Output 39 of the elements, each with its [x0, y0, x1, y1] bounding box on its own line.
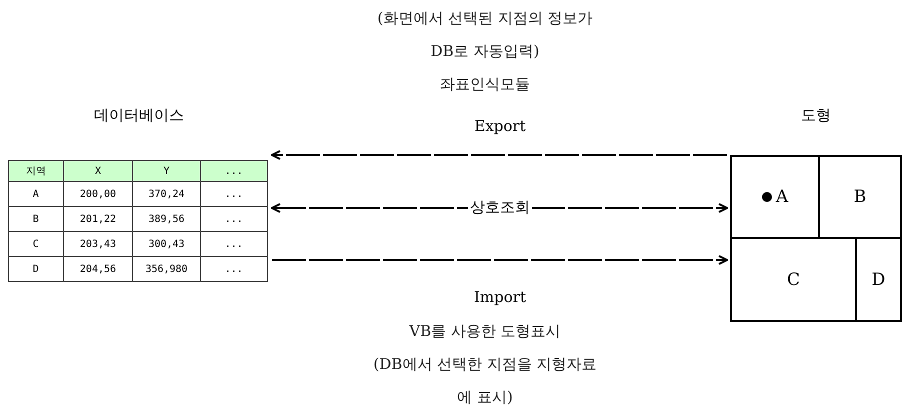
heading: 데이터베이스: [93, 106, 185, 125]
table-cell: 204,56: [63, 256, 133, 282]
table-cell: C: [8, 232, 64, 256]
map-region: [730, 155, 820, 239]
table-cell: ...: [200, 232, 268, 256]
map-region: [818, 155, 902, 239]
header-cell: X: [63, 160, 133, 182]
table-cell: ...: [200, 206, 268, 232]
header-cell: ...: [200, 160, 268, 182]
region-label: A: [776, 187, 788, 207]
arrow: [271, 150, 727, 160]
table-cell: ...: [200, 182, 268, 206]
map-region: [730, 237, 857, 322]
table-cell: A: [8, 182, 64, 206]
map-region: [855, 237, 902, 322]
table-cell: 200,00: [63, 182, 133, 206]
table-cell: B: [8, 206, 64, 232]
table-cell: 356,980: [132, 256, 200, 282]
caption-text: 좌표인식모듈: [439, 74, 531, 95]
caption-text: VB를 사용한 도형표시: [408, 321, 562, 342]
header-cell: 지역: [8, 160, 64, 182]
edge-label: Import: [472, 288, 528, 306]
region-label: B: [854, 187, 866, 207]
region-label: D: [872, 270, 886, 290]
edge-label: 상호조회: [468, 198, 532, 217]
arrow: [272, 255, 728, 265]
table-cell: ...: [200, 256, 268, 282]
table-cell: D: [8, 256, 64, 282]
table-cell: 300,43: [132, 232, 200, 256]
caption-text: (화면에서 선택된 지점의 정보가 DB로 자동입력): [376, 8, 594, 62]
table-cell: 203,43: [63, 232, 133, 256]
header-cell: Y: [132, 160, 200, 182]
heading: 도형: [800, 106, 832, 125]
caption-text: (DB에서 선택한 지점을 지형자료에 표시): [372, 354, 598, 408]
table-cell: 389,56: [132, 206, 200, 232]
table-cell: 370,24: [132, 182, 200, 206]
edge-label: Export: [472, 117, 528, 135]
table-cell: 201,22: [63, 206, 133, 232]
region-label: C: [786, 270, 800, 290]
